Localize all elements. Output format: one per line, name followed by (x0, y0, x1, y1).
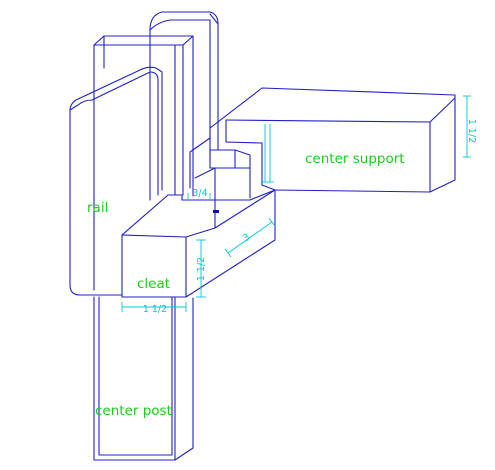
middle-rail (93, 35, 194, 291)
center-support-label: center support (305, 151, 405, 167)
dimension-lines (121, 95, 471, 312)
dim-support-height: 1 1/2 (466, 119, 477, 143)
dim-cleat-height: 1 1/2 (196, 257, 207, 281)
center-post (93, 296, 194, 461)
cleat-label: cleat (137, 276, 170, 292)
center-support-beam (209, 87, 456, 193)
notch-marker (213, 210, 219, 213)
center-post-label: center post (95, 403, 172, 419)
dim-notch-length: 3 (241, 232, 252, 244)
rail (69, 66, 163, 296)
rail-label: rail (87, 200, 108, 216)
dim-notch-depth: 3/4 (192, 188, 207, 199)
dim-cleat-width: 1 1/2 (143, 304, 167, 315)
notch-cut (181, 137, 276, 229)
cleat (121, 189, 276, 298)
